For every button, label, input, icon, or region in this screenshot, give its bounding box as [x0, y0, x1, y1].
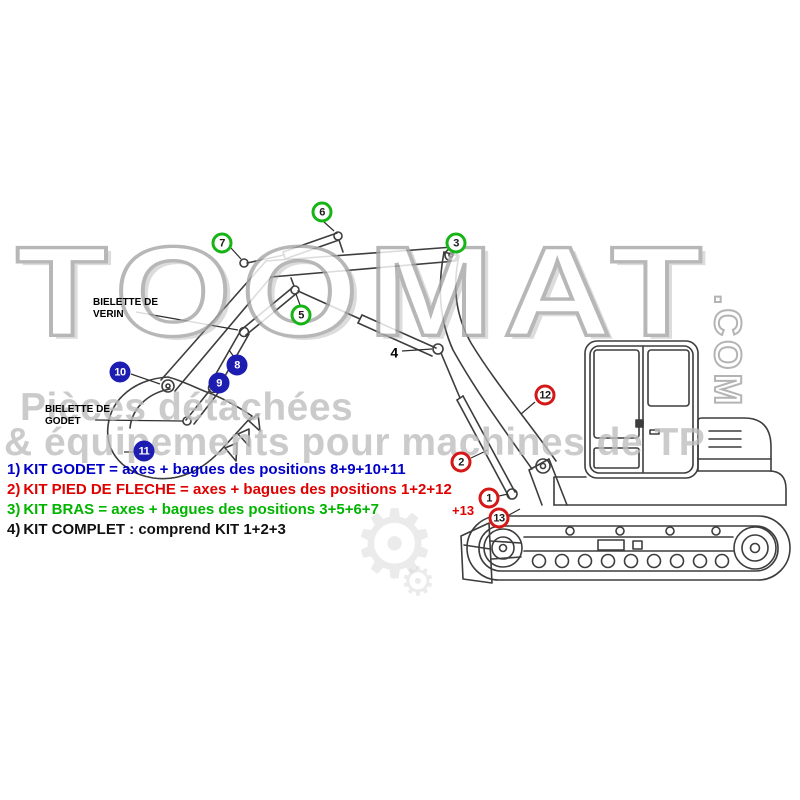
watermark-tagline-2: & équipements pour machines de TP	[4, 421, 706, 464]
gear-icon: ⚙	[400, 559, 436, 605]
legend-item-3: 3)KIT BRAS = axes + bagues des positions…	[7, 500, 452, 520]
legend-extra-note: +13	[452, 503, 475, 518]
legend-item-number: 1)	[7, 461, 21, 478]
watermark-brand: TOOMAT	[14, 218, 713, 364]
arm-assembly	[160, 231, 459, 393]
position-marker-8: 8	[226, 354, 248, 376]
bucket-linkage	[182, 287, 298, 426]
legend-item-number: 4)	[7, 521, 21, 538]
legend-item-text: KIT PIED DE FLECHE = axes + bagues des p…	[23, 481, 452, 498]
part-label-bielette-godet: BIELETTE DE GODET	[45, 404, 111, 427]
undercarriage-tracks	[466, 515, 791, 581]
legend-item-number: 2)	[7, 481, 21, 498]
watermark-brand-suffix: .COM	[705, 293, 749, 410]
position-marker-1: 1	[478, 487, 500, 509]
position-marker-11: 11	[133, 440, 155, 462]
legend-item-text: KIT BRAS = axes + bagues des positions 3…	[23, 501, 379, 518]
position-marker-12: 12	[534, 384, 556, 406]
position-marker-10: 10	[109, 361, 131, 383]
position-marker-2: 2	[450, 451, 472, 473]
watermark-tagline-1: Pièces détachées	[20, 386, 354, 429]
kit-legend: 1)KIT GODET = axes + bagues des position…	[7, 460, 452, 540]
legend-item-text: KIT GODET = axes + bagues des positions …	[23, 461, 406, 478]
part-label-bielette-verin: BIELETTE DE VERIN	[93, 297, 159, 320]
position-marker-7: 7	[211, 232, 233, 254]
position-marker-9: 9	[208, 372, 230, 394]
legend-item-2: 2)KIT PIED DE FLECHE = axes + bagues des…	[7, 480, 452, 500]
legend-item-number: 3)	[7, 501, 21, 518]
boom-assembly	[432, 248, 568, 506]
upper-body-cab	[553, 340, 787, 506]
position-marker-4: 4	[390, 344, 398, 360]
legend-item-text: KIT COMPLET : comprend KIT 1+2+3	[23, 521, 286, 538]
legend-item-4: 4)KIT COMPLET : comprend KIT 1+2+3	[7, 520, 452, 540]
dozer-blade	[460, 522, 522, 584]
position-marker-5: 5	[290, 304, 312, 326]
position-marker-6: 6	[311, 201, 333, 223]
position-marker-13: 13	[488, 507, 510, 529]
legend-item-1: 1)KIT GODET = axes + bagues des position…	[7, 460, 452, 480]
position-marker-3: 3	[445, 232, 467, 254]
gear-icon: ⚙	[352, 490, 438, 600]
bucket-assembly	[106, 376, 261, 480]
